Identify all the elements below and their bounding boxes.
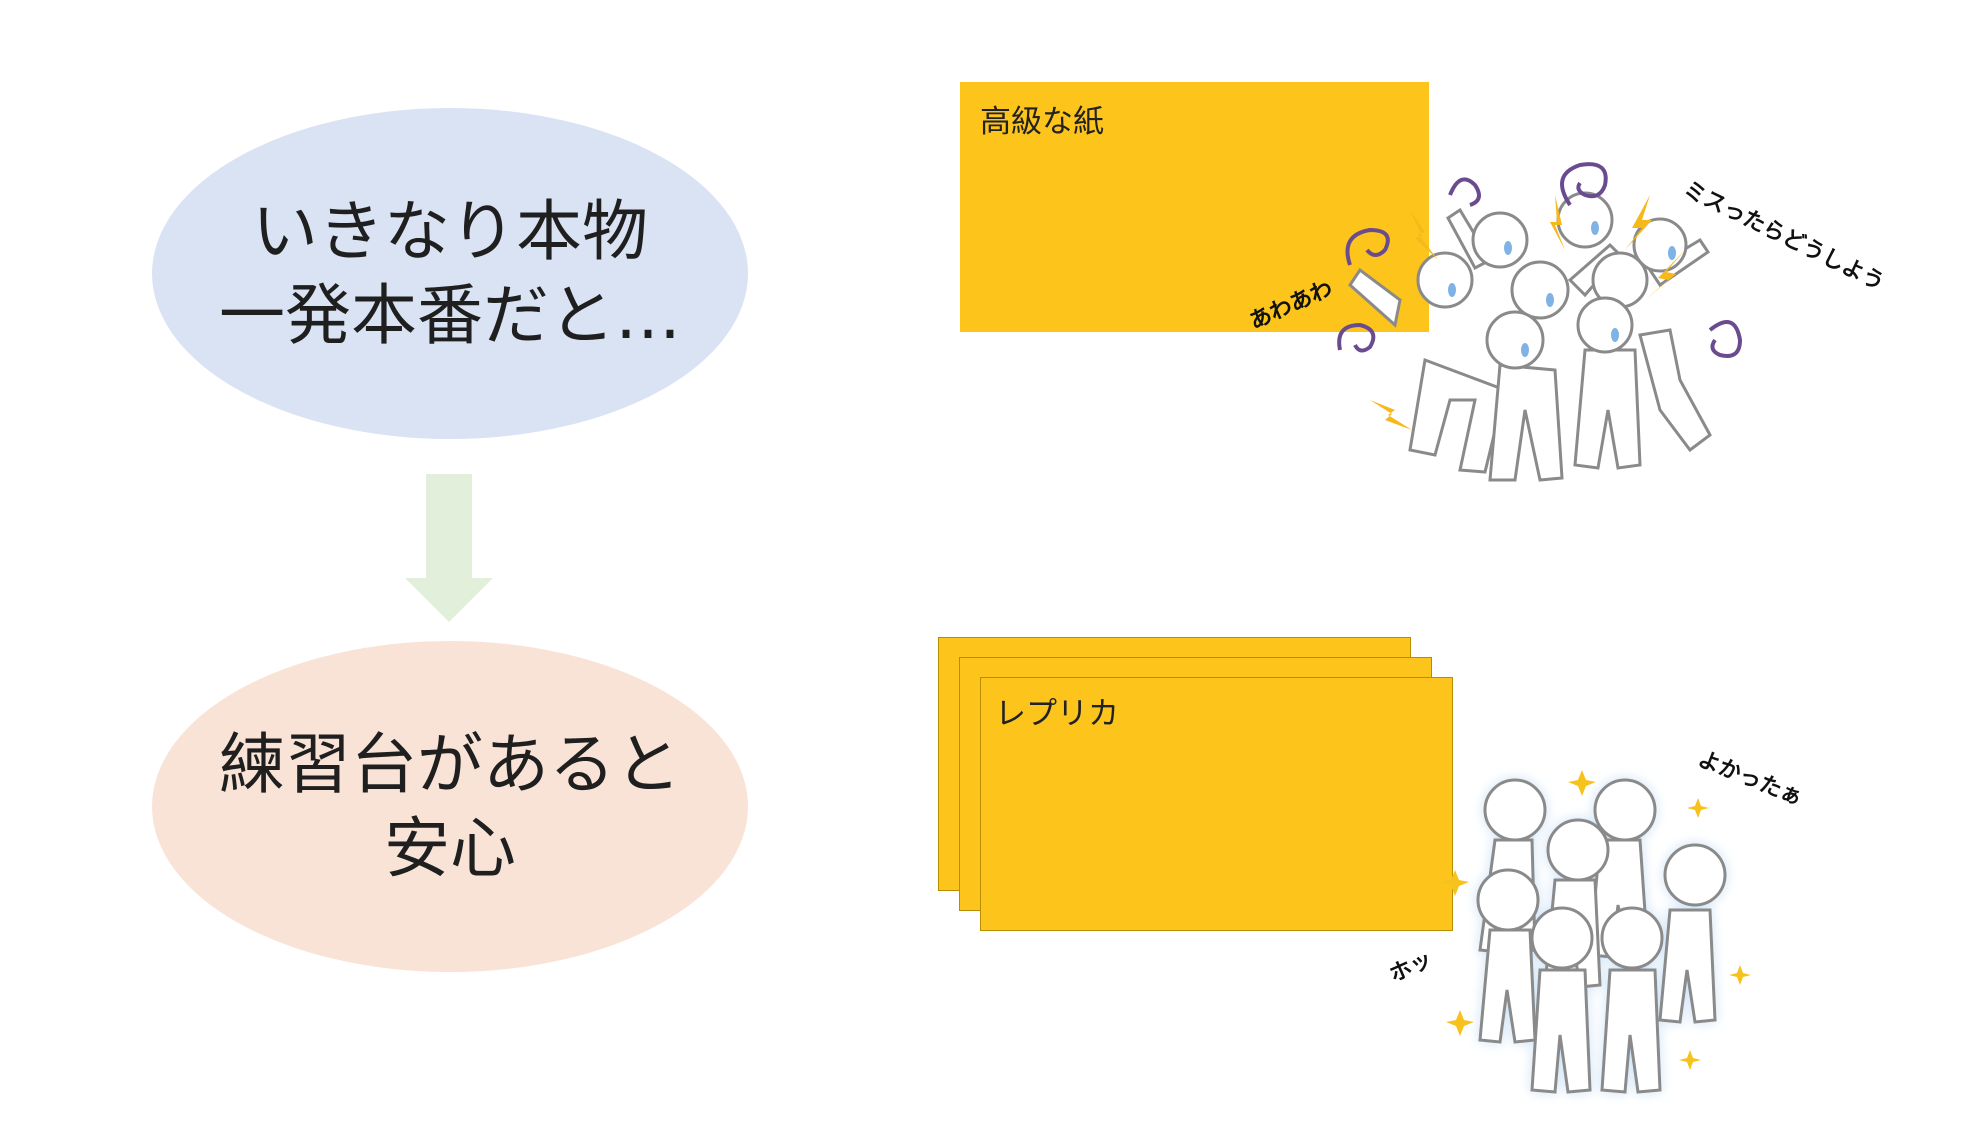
solution-ellipse: 練習台があると 安心 [152,641,748,972]
premium-paper-card: 高級な紙 [960,82,1429,332]
relieved-crowd-illustration [1441,770,1751,1094]
panicking-crowd-illustration [1337,162,1743,482]
down-arrow-icon [405,474,493,622]
problem-ellipse: いきなり本物 一発本番だと… [152,108,748,439]
replica-label: レプリカ [995,696,1119,732]
problem-text: いきなり本物 一発本番だと… [219,192,681,354]
replica-paper-front: レプリカ [980,677,1453,931]
premium-paper-label: 高級な紙 [980,104,1104,140]
solution-text: 練習台があると 安心 [219,725,681,887]
relief-speech-bubble-2: ホッ [1385,946,1437,988]
